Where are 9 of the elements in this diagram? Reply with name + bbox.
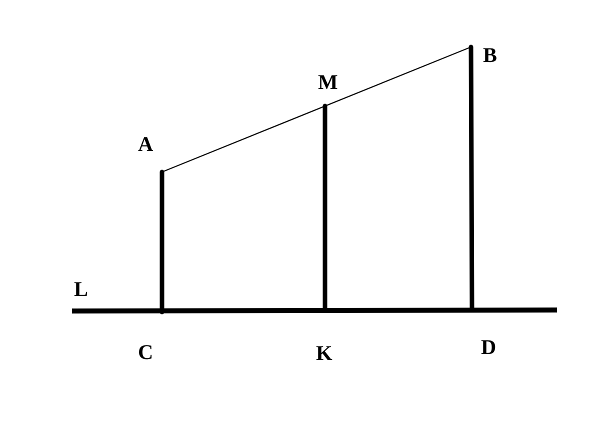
point-label: B (483, 45, 498, 66)
point-label: C (138, 342, 154, 363)
point-label: A (138, 134, 154, 155)
line-segment (161, 46, 472, 173)
point-label: M (318, 72, 338, 93)
point-label: D (481, 337, 496, 358)
point-label: K (316, 343, 332, 364)
line-segment (160, 170, 164, 314)
line-label: L (74, 279, 88, 300)
